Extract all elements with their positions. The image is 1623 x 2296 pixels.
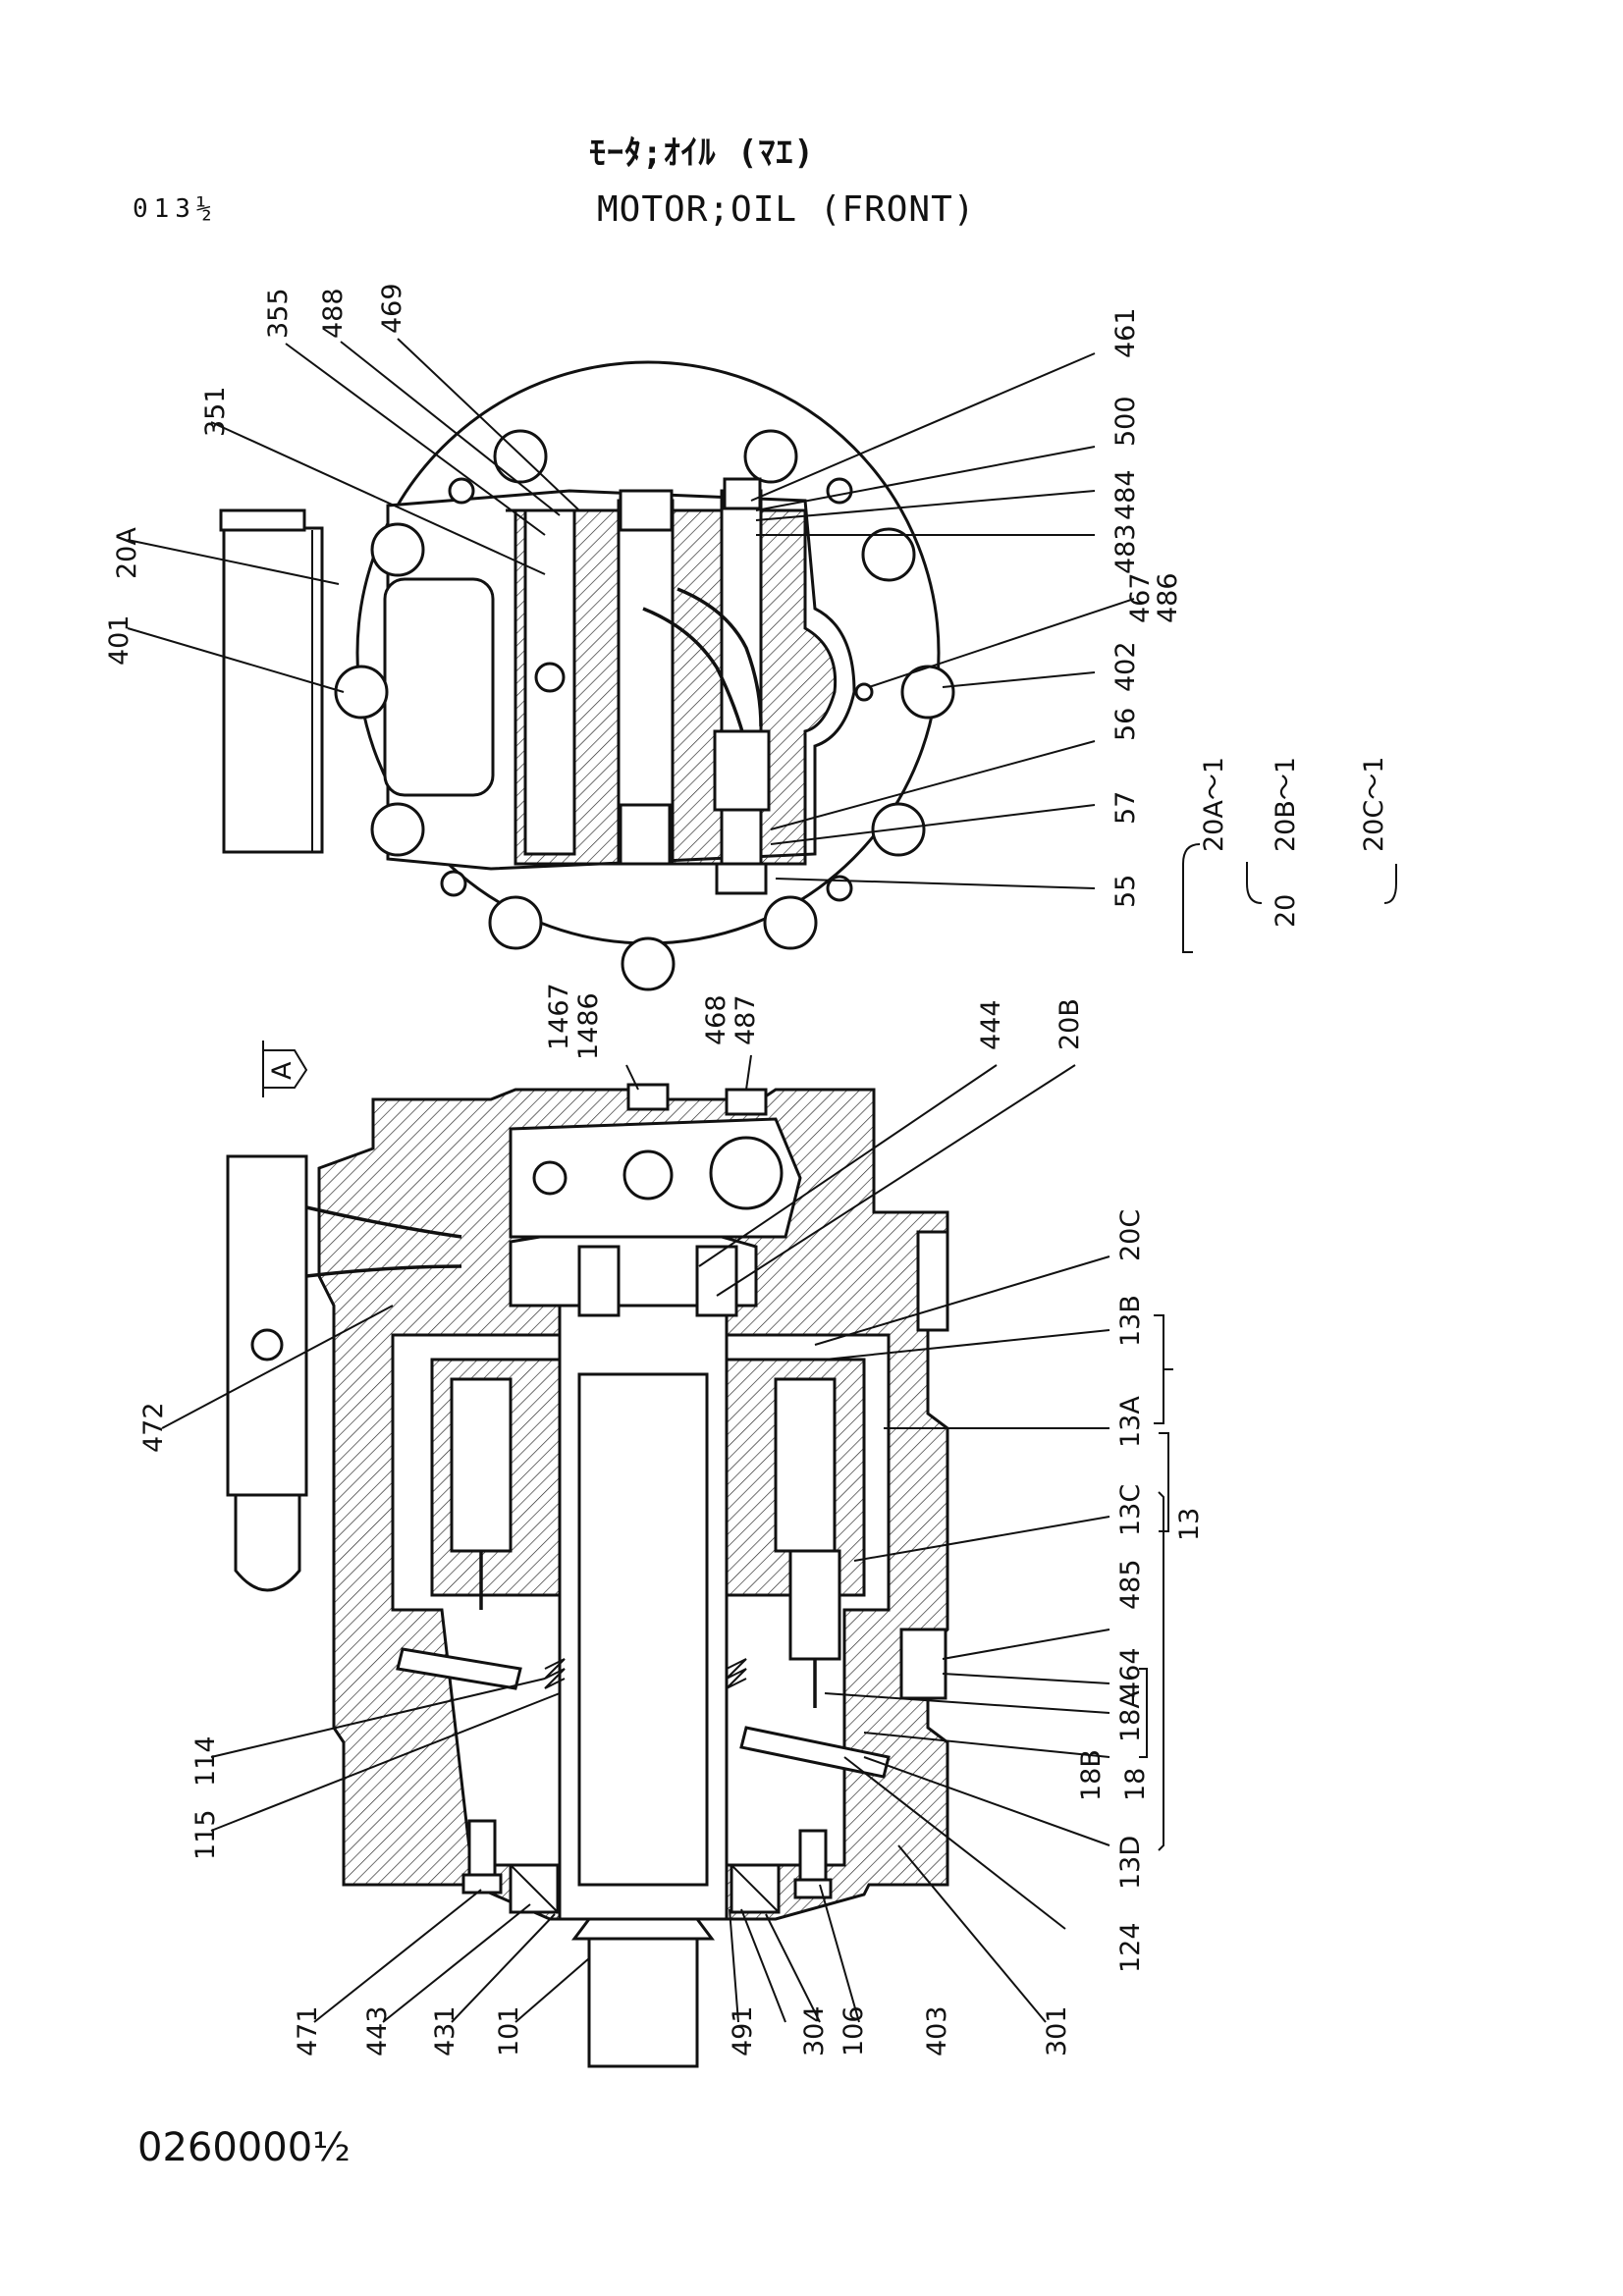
end-view: [219, 360, 955, 991]
label-471: 471: [293, 2005, 323, 2056]
label-483: 483: [1110, 523, 1141, 574]
title-english: MOTOR;OIL (FRONT): [597, 189, 976, 230]
document-number: 0260000½: [137, 2125, 351, 2170]
kit-labels: 20 20A～1 20B～1 20C～1: [1199, 757, 1389, 928]
view-marker-a: A: [267, 1061, 298, 1080]
label-488: 488: [318, 288, 349, 339]
label-20B: 20B: [1055, 998, 1085, 1050]
label-355: 355: [263, 288, 294, 339]
label-1486: 1486: [573, 992, 604, 1060]
label-468: 468: [701, 994, 731, 1045]
label-1467: 1467: [544, 983, 574, 1050]
label-20C: 20C: [1115, 1209, 1146, 1261]
label-13A: 13A: [1115, 1396, 1146, 1448]
label-13B: 13B: [1115, 1295, 1146, 1347]
label-472: 472: [138, 1402, 169, 1453]
label-kit-20A: 20A～1: [1199, 757, 1229, 852]
label-301: 301: [1042, 2005, 1072, 2056]
label-443: 443: [362, 2005, 393, 2056]
label-351: 351: [200, 386, 231, 437]
label-467: 467: [1125, 572, 1156, 623]
label-485: 485: [1115, 1559, 1146, 1610]
label-13: 13: [1174, 1508, 1205, 1541]
label-20A: 20A: [112, 527, 142, 579]
label-13D: 13D: [1115, 1836, 1146, 1890]
section-view-labels: 1467 1486 468 487 444 20B 20C 13B 13A 13…: [138, 983, 1205, 2056]
label-431: 431: [430, 2005, 460, 2056]
label-kit-20B: 20B～1: [1271, 757, 1301, 852]
label-464: 464: [1115, 1647, 1146, 1698]
leader-lines: [127, 338, 1173, 2023]
label-115: 115: [190, 1809, 221, 1860]
label-18A: 18A: [1115, 1690, 1146, 1742]
label-500: 500: [1110, 396, 1141, 447]
label-106: 106: [839, 2005, 869, 2056]
title-japanese: ﾓｰﾀ;ｵｲﾙ (ﾏｴ): [589, 133, 815, 173]
kit-bracket: [1182, 843, 1397, 953]
label-55: 55: [1110, 875, 1141, 908]
label-18: 18: [1120, 1768, 1151, 1801]
label-401: 401: [104, 614, 135, 666]
label-486: 486: [1153, 572, 1183, 623]
label-124: 124: [1115, 1922, 1146, 1973]
label-101: 101: [494, 2005, 524, 2056]
label-444: 444: [976, 999, 1006, 1050]
label-487: 487: [730, 994, 761, 1045]
label-491: 491: [728, 2005, 758, 2056]
label-461: 461: [1110, 307, 1141, 358]
page-reference: 013½: [133, 194, 218, 224]
label-402: 402: [1110, 641, 1141, 692]
label-56: 56: [1110, 708, 1141, 741]
label-57: 57: [1110, 791, 1141, 825]
label-304: 304: [799, 2005, 830, 2056]
label-13C: 13C: [1115, 1484, 1146, 1536]
label-18B: 18B: [1076, 1749, 1107, 1801]
label-kit-20C: 20C～1: [1359, 757, 1389, 852]
label-kit-20: 20: [1271, 894, 1301, 928]
label-469: 469: [377, 283, 407, 334]
top-view-labels: 355 488 469 351 20A 401 461 500 484 483 …: [104, 283, 1183, 908]
label-484: 484: [1110, 469, 1141, 520]
section-view: [226, 1041, 949, 2068]
label-403: 403: [922, 2005, 952, 2056]
label-114: 114: [190, 1735, 221, 1787]
rim-bolts: [334, 429, 955, 991]
